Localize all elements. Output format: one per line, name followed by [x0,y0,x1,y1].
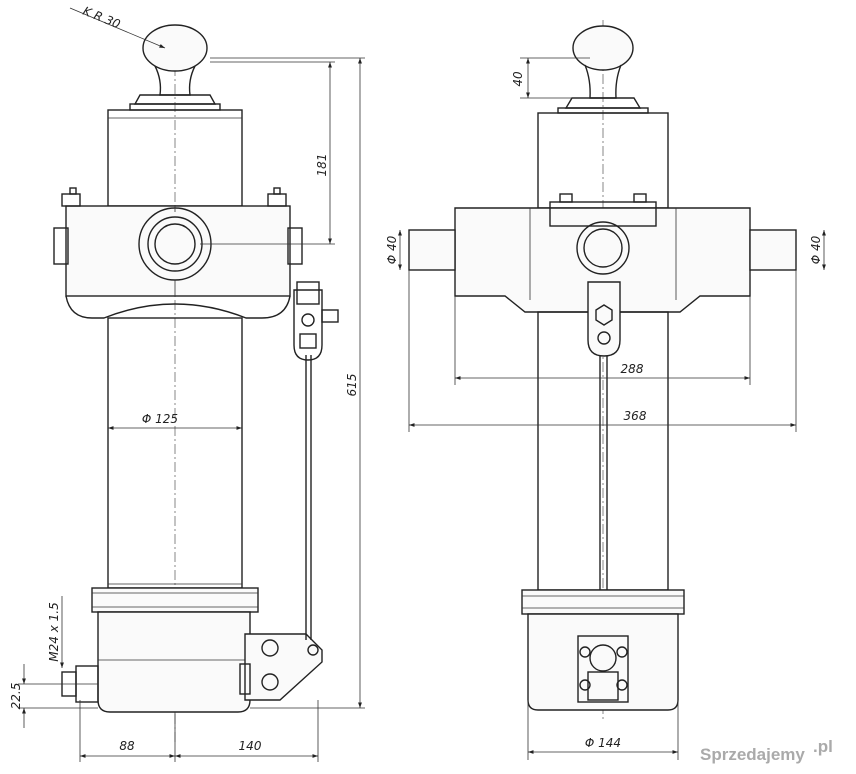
base [97,611,251,713]
pin-diameter-left-label: Φ 40 [385,235,399,264]
collar [91,587,259,613]
front-clevis [577,635,629,703]
base-left-label: 88 [119,739,135,753]
linkage-bracket [239,633,323,701]
inner-span-label: 288 [621,362,644,376]
port-height-label: 22.5 [9,683,23,710]
ball-radius-label: K R 30 [81,4,123,32]
front-collar [521,589,685,615]
front-view: 40 Φ 40 Φ 40 [385,20,826,760]
crosshead [53,187,303,319]
front-linkage [587,281,621,640]
watermark-brand: Sprzedajemy [700,745,805,764]
linkage-rod [293,281,339,640]
side-view: K R 30 181 615 Φ 125 M24 x 1.5 22.5 88 1… [9,4,365,762]
watermark: Sprzedajemy .pl [700,737,833,764]
ball-height-label: 40 [511,71,525,87]
front-crosshead [408,193,797,313]
base-right-label: 140 [239,739,262,753]
head-height-label: 181 [315,154,329,177]
outer-span-label: 368 [624,409,647,423]
pin-diameter-right-label: Φ 40 [809,235,823,264]
watermark-suffix: .pl [813,737,833,756]
total-height-label: 615 [345,374,359,397]
body-diameter-label: Φ 125 [142,412,178,426]
thread-label: M24 x 1.5 [47,602,61,661]
front-ball-head [557,25,649,114]
ball-head [129,24,221,111]
base-diameter-label: Φ 144 [585,736,621,750]
